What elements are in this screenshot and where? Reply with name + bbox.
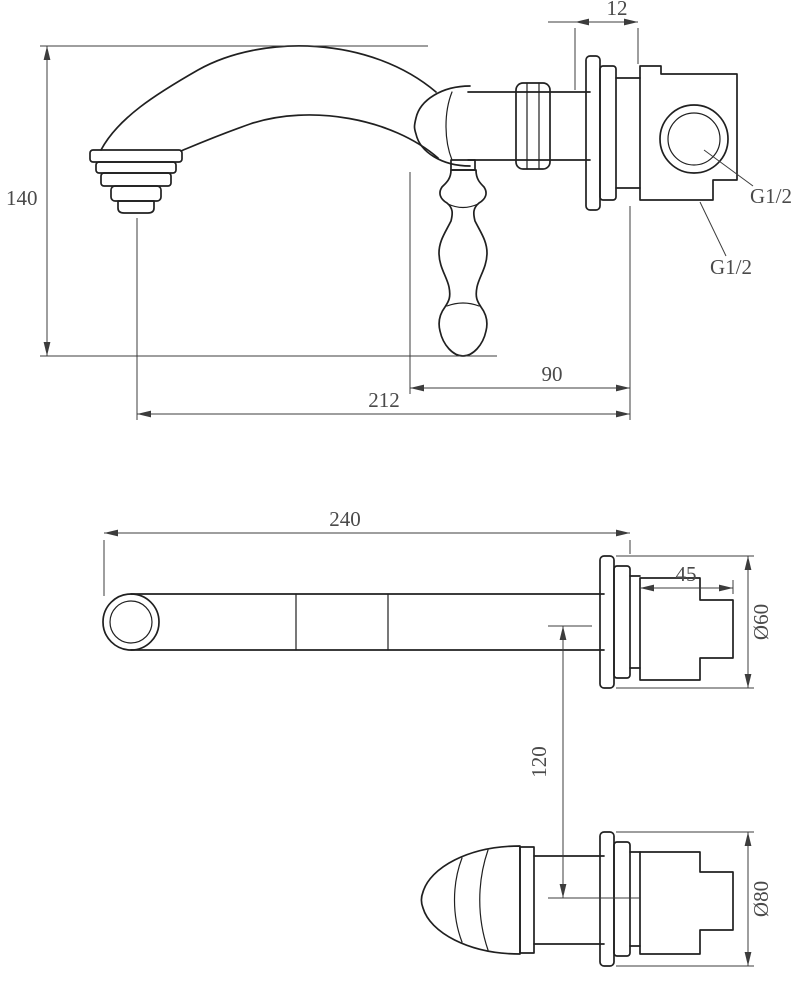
dimension-140: 140 <box>6 45 497 357</box>
spout-body-plan <box>639 577 734 681</box>
dim-dia60-text: Ø60 <box>749 604 773 640</box>
connector-body <box>467 82 591 170</box>
g12-label-upper: G1/2 <box>703 149 792 208</box>
spout-gooseneck <box>100 45 439 159</box>
bottom-view-plan: 240 45 Ø60 120 Ø80 <box>102 507 773 967</box>
handle-plan-view <box>420 845 605 955</box>
valve-body-side <box>639 65 738 201</box>
spout-outlet <box>89 149 183 214</box>
spout-flange-plan <box>599 555 641 689</box>
g12-label-lower: G1/2 <box>699 201 752 279</box>
dim-120-text: 120 <box>527 746 551 778</box>
g12-upper-text: G1/2 <box>750 184 792 208</box>
dimension-dia80: Ø80 <box>616 831 773 967</box>
dim-45-text: 45 <box>676 562 697 586</box>
dim-90-text: 90 <box>542 362 563 386</box>
dimension-12: 12 <box>548 0 639 90</box>
dim-240-text: 240 <box>329 507 361 531</box>
inlet-thread-outer <box>659 104 729 174</box>
dimension-90: 90 <box>409 172 631 420</box>
inlet-thread-inner <box>667 112 721 166</box>
wall-flange-side <box>585 55 641 211</box>
handle-side-view <box>438 159 488 357</box>
spout-base-cone <box>413 85 471 167</box>
dimension-120: 120 <box>527 625 640 899</box>
g12-lower-text: G1/2 <box>710 255 752 279</box>
dim-12-text: 12 <box>607 0 628 20</box>
handle-body-plan <box>639 851 734 955</box>
dim-dia80-text: Ø80 <box>749 881 773 917</box>
handle-flange-plan <box>599 831 641 967</box>
dimension-45: 45 <box>640 562 734 594</box>
top-view-side-elevation: G1/2 G1/2 12 140 90 <box>6 0 792 420</box>
dim-140-text: 140 <box>6 186 38 210</box>
spout-tube-plan <box>102 593 605 651</box>
dim-212-text: 212 <box>368 388 400 412</box>
dimension-dia60: Ø60 <box>616 555 773 689</box>
dimension-240: 240 <box>103 507 631 596</box>
dimension-212: 212 <box>136 218 630 420</box>
